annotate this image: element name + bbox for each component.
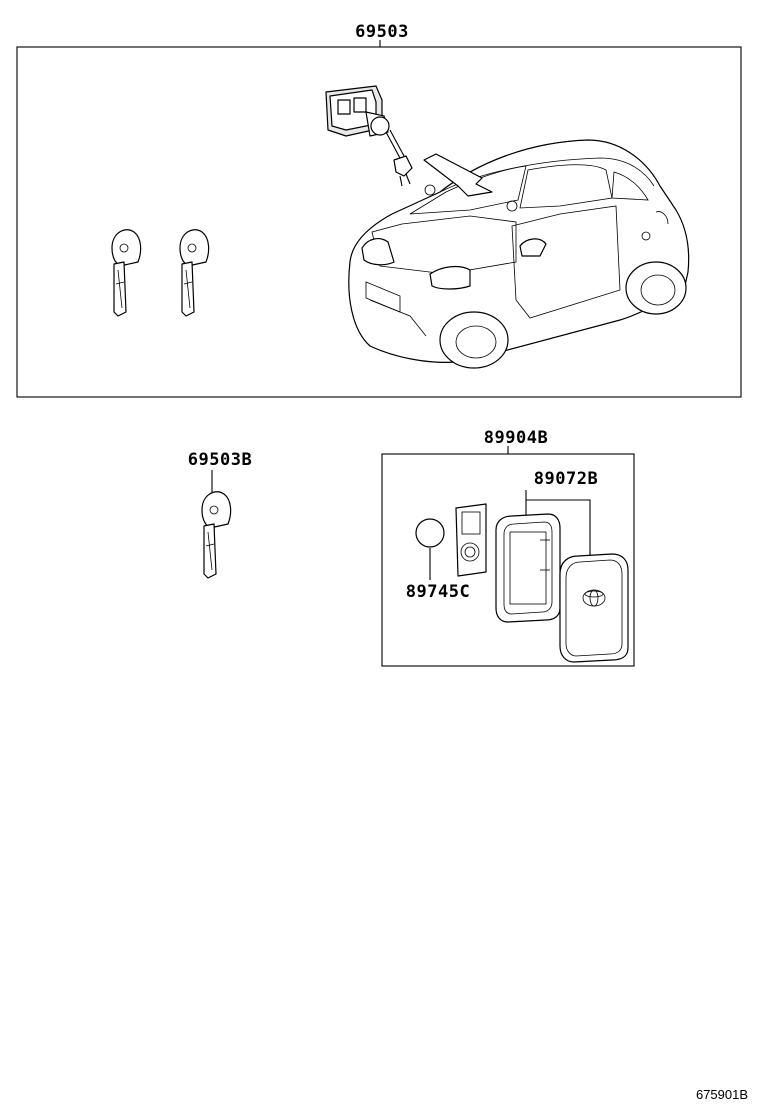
key-blade-2 [179, 229, 210, 317]
leader-transmitter-case [525, 490, 591, 560]
assembly-frame [16, 46, 742, 398]
assembly-group: 69503 [16, 22, 742, 398]
label-battery[interactable]: 89745C [406, 582, 470, 602]
spare-key-group: 69503B [188, 450, 252, 579]
key-blade-1 [111, 229, 142, 317]
inner-case [495, 513, 561, 623]
label-spare-key[interactable]: 69503B [188, 450, 252, 470]
label-transmitter-assy[interactable]: 89904B [484, 428, 548, 448]
lock-cylinder [325, 85, 413, 187]
battery-coin [415, 518, 445, 548]
transmitter-frame [381, 453, 635, 667]
label-assembly[interactable]: 69503 [355, 22, 409, 42]
outer-cover [559, 553, 629, 663]
circuit-board [455, 503, 487, 577]
label-transmitter-case[interactable]: 89072B [534, 469, 598, 489]
diagram-code: 675901B [696, 1087, 748, 1102]
car-illustration [348, 139, 690, 369]
transmitter-group: 89904B 89072B 89745C [381, 428, 635, 667]
